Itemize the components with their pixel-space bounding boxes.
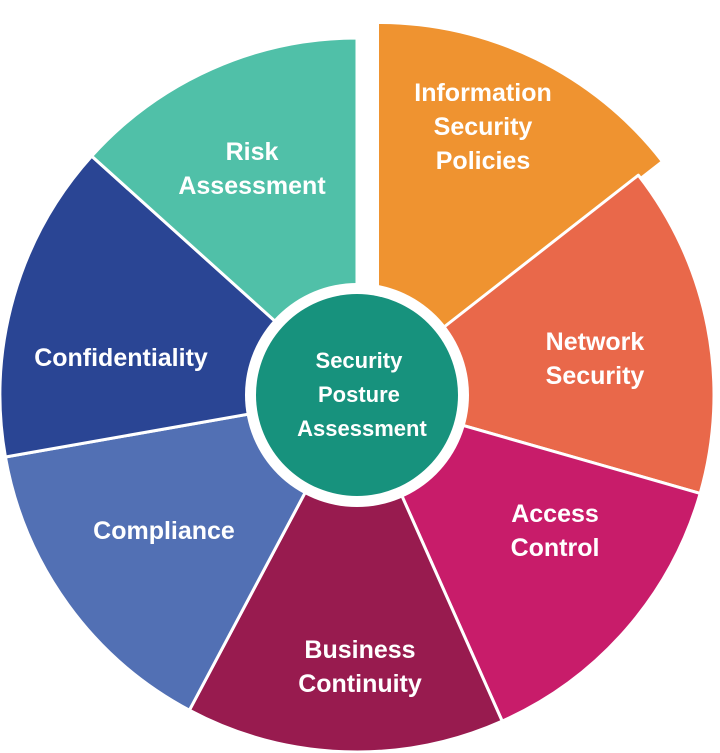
segment-label-line: Confidentiality: [34, 344, 208, 372]
hub-circle: [256, 294, 458, 496]
segment-information-security-policies: [379, 24, 661, 381]
segment-label-confidentiality: Confidentiality: [34, 344, 208, 372]
segment-label-line: Policies: [436, 147, 531, 175]
segment-label-line: Control: [511, 534, 600, 562]
hub-label-line: Security: [316, 348, 404, 373]
segment-label-line: Continuity: [298, 670, 422, 698]
hub-label-line: Posture: [318, 382, 400, 407]
segment-label-line: Assessment: [178, 172, 326, 200]
center-hub: Security Posture Assessment: [245, 283, 469, 507]
segment-label-compliance: Compliance: [93, 517, 235, 545]
segment-label-line: Business: [304, 636, 415, 664]
segment-label-line: Security: [434, 113, 533, 141]
segment-label-line: Access: [511, 500, 599, 528]
hub-label: Security Posture Assessment: [297, 348, 427, 441]
hub-label-line: Assessment: [297, 416, 427, 441]
segment-label-line: Compliance: [93, 517, 235, 545]
segment-business-continuity: [187, 393, 504, 753]
segment-label-line: Risk: [226, 138, 279, 166]
segment-compliance: [3, 393, 359, 712]
segment-label-line: Security: [546, 362, 645, 390]
segment-label-line: Information: [414, 79, 552, 107]
segment-label-line: Network: [546, 328, 645, 356]
segment-access-control: [355, 393, 702, 723]
